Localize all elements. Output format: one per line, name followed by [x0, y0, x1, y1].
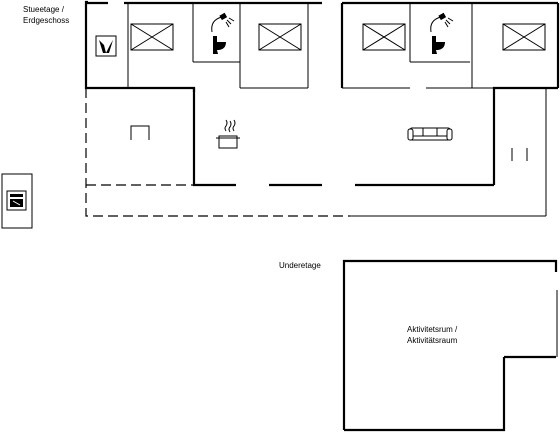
shower-icon	[430, 12, 454, 33]
toilet-icon	[213, 36, 226, 54]
door-marks	[511, 148, 528, 161]
ground-floor-walls	[84, 0, 560, 187]
ground-floor-interior	[127, 3, 494, 89]
bed-icon	[130, 23, 174, 51]
terrace-outline	[85, 88, 547, 217]
activity-room-label-line2: Aktivitätsraum	[407, 336, 458, 345]
ground-floor-label-line2: Erdgeschoss	[23, 16, 69, 25]
bed-icon	[362, 23, 406, 51]
bed-icon	[258, 23, 302, 51]
washing-machine-icon	[6, 190, 27, 211]
lower-floor-walls	[342, 259, 558, 432]
activity-room-label-line1: Aktivitetsrum /	[407, 325, 458, 334]
sofa-icon	[407, 127, 453, 141]
cooking-pot-icon	[216, 119, 240, 149]
sauna-icon	[95, 35, 117, 57]
ground-floor-label-line1: Stueetage /	[23, 5, 65, 14]
stove-icon	[130, 125, 150, 140]
annex	[1, 173, 33, 229]
lower-floor-label: Underetage	[279, 261, 321, 270]
shower-icon	[211, 12, 235, 33]
toilet-icon	[432, 36, 445, 54]
bed-icon	[502, 23, 546, 51]
